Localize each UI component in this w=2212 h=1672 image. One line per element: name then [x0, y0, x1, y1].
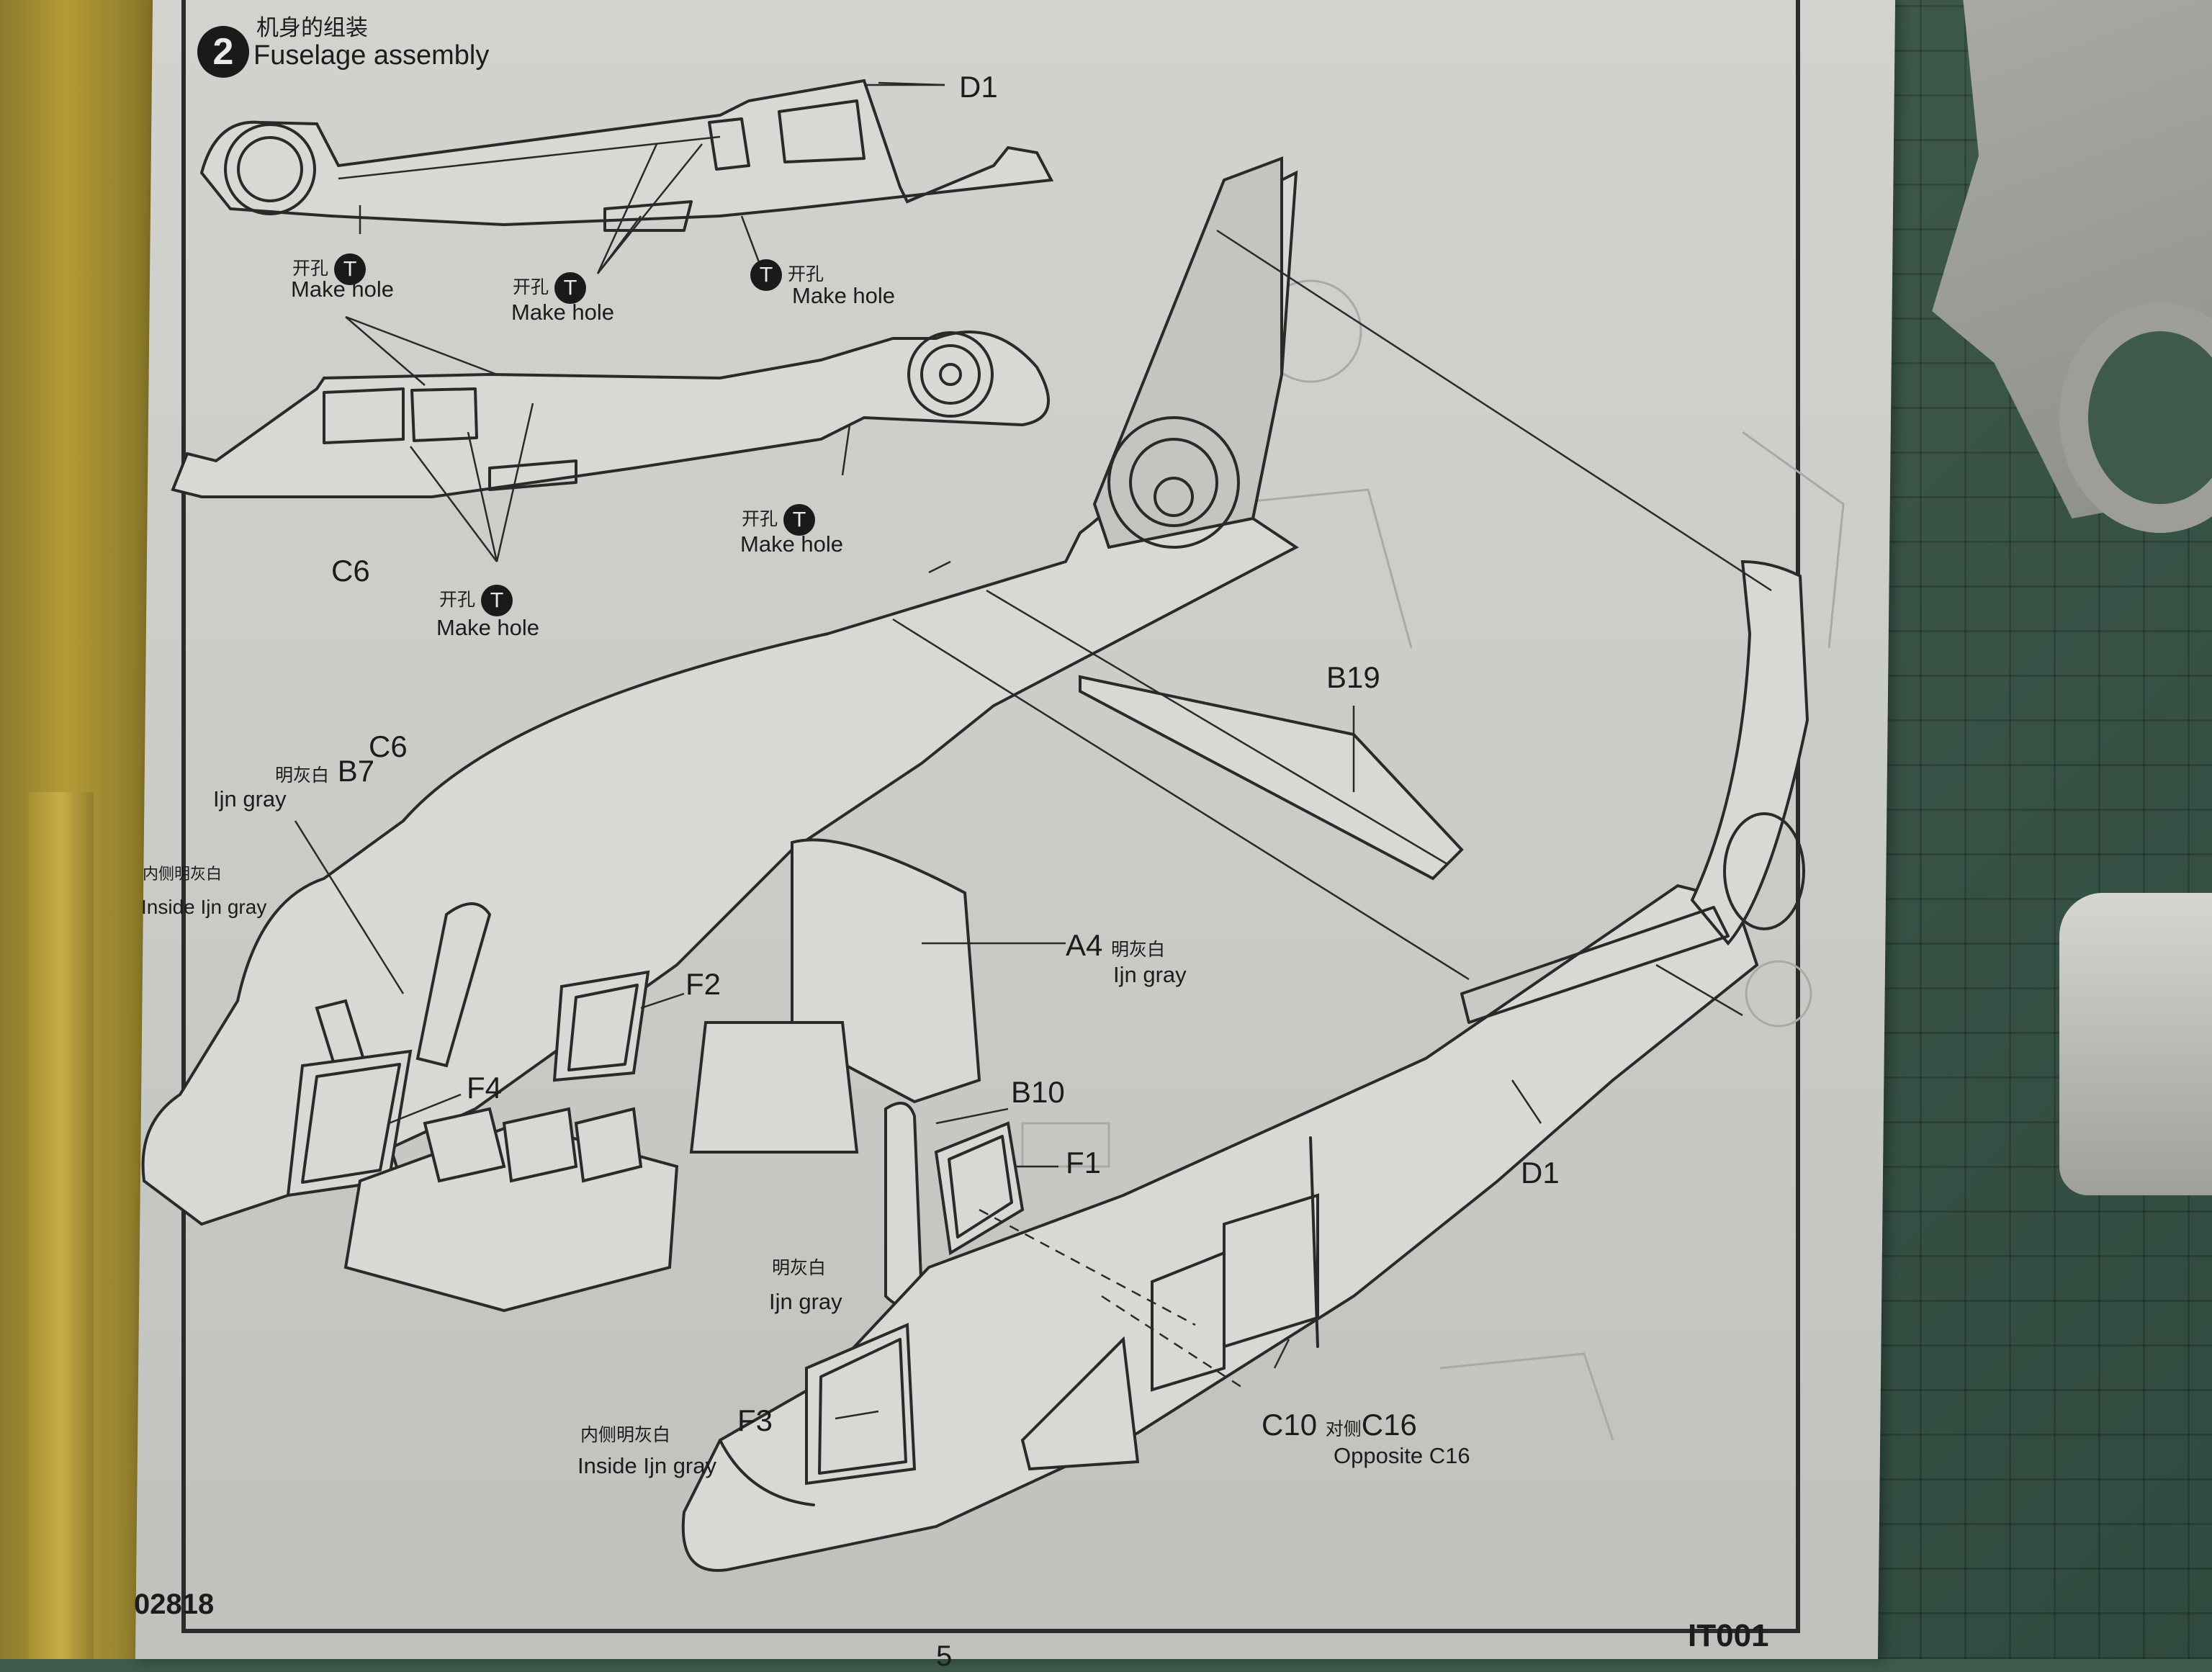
part-label-d1-top: D1: [959, 70, 998, 104]
assembly-guide-lines: [892, 229, 1772, 1391]
part-label-f3: F3: [737, 1403, 773, 1437]
page-number: 5: [936, 1640, 953, 1672]
color-inside-left-cn: 内侧明灰白: [143, 866, 222, 884]
color-inside-nose-cn: 内侧明灰白: [580, 1424, 671, 1445]
ghost-print: [1021, 279, 1845, 1441]
drill-icon: T: [481, 585, 513, 616]
main-fuselage: [141, 156, 1464, 1313]
part-label-b7: 明灰白 B7: [275, 754, 375, 788]
color-b10-cn: 明灰白: [772, 1257, 827, 1278]
make-hole-label-4: Make hole: [740, 531, 844, 557]
drill-icon: T: [750, 259, 782, 291]
wood-strip: [29, 792, 94, 1659]
drill-icon: T: [334, 253, 367, 285]
sheet-code-left: 02818: [134, 1588, 215, 1620]
part-label-c10: C10 对侧C16: [1262, 1408, 1417, 1442]
color-label-a4: Ijn gray: [1113, 962, 1187, 987]
part-label-f1: F1: [1066, 1146, 1102, 1179]
make-hole-label-5: Make hole: [436, 615, 540, 640]
opposite-label: Opposite C16: [1334, 1443, 1470, 1468]
part-label-b19: B19: [1326, 660, 1380, 694]
d1-side-view: [199, 78, 1054, 232]
model-part-fragment: [2059, 893, 2212, 1195]
part-label-f4: F4: [467, 1071, 503, 1105]
color-inside-nose-en: Inside Ijn gray: [577, 1453, 716, 1478]
color-label-b7: Ijn gray: [213, 786, 287, 812]
step-number-badge: 2: [197, 26, 249, 78]
part-label-f2: F2: [685, 967, 721, 1001]
drill-icon: T: [554, 272, 587, 304]
sheet-code-right: IT001: [1688, 1618, 1769, 1653]
step-title-en: Fuselage assembly: [253, 40, 490, 71]
step-title-cn: 机身的组装: [256, 15, 368, 41]
sheet-border: [181, 0, 1800, 1633]
part-label-c6-main: C6: [369, 729, 408, 763]
make-hole-label-1: Make hole: [291, 277, 395, 302]
part-label-a4: A4 明灰白: [1066, 928, 1166, 962]
label-leaders: [294, 84, 1542, 1420]
color-inside-left-en: Inside Ijn gray: [141, 896, 267, 918]
part-label-b10: B10: [1011, 1075, 1065, 1109]
make-hole-label-3: Make hole: [792, 283, 896, 308]
make-hole-label-2: Make hole: [511, 300, 615, 325]
part-label-d1-tail: D1: [1521, 1156, 1560, 1190]
color-b10-en: Ijn gray: [769, 1289, 842, 1314]
tail-boom-and-nose: [681, 559, 1809, 1572]
c6-side-view: [171, 331, 1050, 498]
drill-icon: T: [783, 504, 816, 536]
part-label-c6-side: C6: [331, 554, 370, 588]
